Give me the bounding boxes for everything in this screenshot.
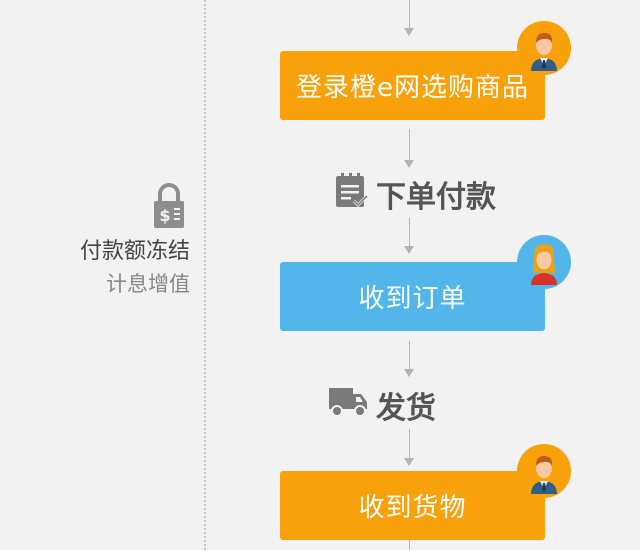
flow-arrow: [404, 458, 414, 466]
side-subtitle: 计息增值: [106, 272, 190, 296]
order-form-icon: [334, 172, 369, 216]
flow-box-receive-order: 收到订单: [280, 262, 545, 331]
flow-arrow: [404, 28, 414, 36]
step-label: 发货: [376, 391, 436, 426]
side-title: 付款额冻结: [79, 239, 190, 264]
flow-box-receive-goods: 收到货物: [280, 471, 545, 540]
flow-line: [409, 540, 410, 550]
lock-dollar-icon: $: [153, 183, 185, 233]
vertical-divider: [204, 0, 206, 550]
flow-arrow: [404, 246, 414, 254]
female-user-icon: [517, 235, 571, 289]
delivery-truck-icon: [328, 384, 368, 426]
svg-text:$: $: [159, 206, 170, 225]
flow-box-browse: 登录橙e网选购商品: [280, 51, 545, 120]
step-place-order: 下单付款: [334, 172, 496, 216]
male-user-icon: [517, 444, 571, 498]
flow-arrow: [404, 160, 414, 168]
flow-line: [409, 129, 410, 161]
flow-arrow: [404, 369, 414, 377]
step-ship: 发货: [328, 383, 436, 427]
male-user-icon: [517, 21, 571, 75]
flow-line: [409, 429, 410, 459]
flow-box-label: 收到订单: [358, 284, 467, 314]
step-label: 下单付款: [376, 180, 496, 215]
flow-line: [409, 341, 410, 370]
flow-box-label: 收到货物: [358, 493, 467, 523]
flow-line: [409, 0, 410, 28]
flow-line: [409, 218, 410, 247]
flow-box-label: 登录橙e网选购商品: [296, 73, 529, 103]
